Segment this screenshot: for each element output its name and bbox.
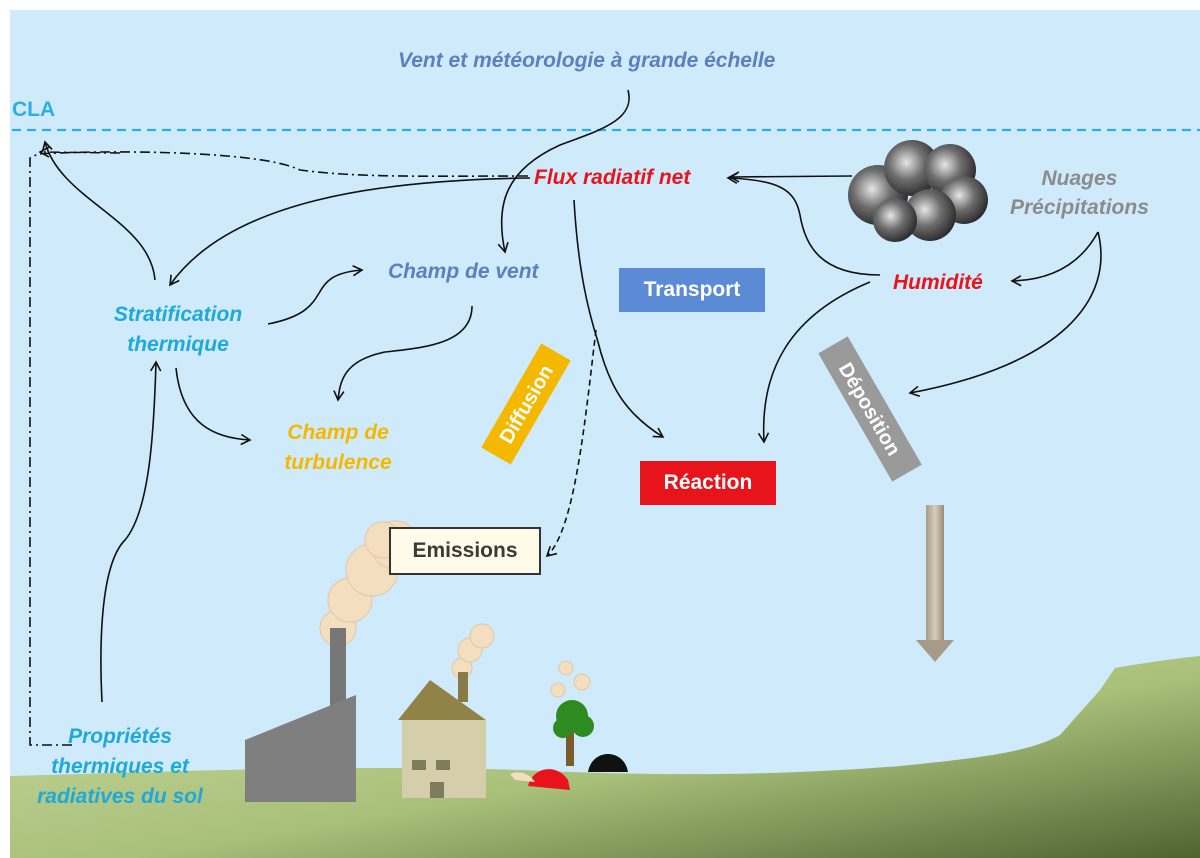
turbulence-label: Champ de turbulence (268, 418, 408, 478)
soil-label-line1: Propriétés (68, 725, 172, 748)
tree-icon (553, 700, 594, 766)
turbulence-label-line2: turbulence (284, 451, 392, 474)
sky-background (10, 10, 1200, 858)
arrow-flux-to-stratification (169, 177, 531, 287)
arrow-stratification-to-turbulence (175, 367, 252, 446)
arrow-diffusion-to-emissions (545, 329, 597, 558)
turbulence-label-line1: Champ de (287, 421, 389, 444)
arrow-clouds-to-humidity (1010, 231, 1099, 287)
stratification-label-line2: thermique (127, 333, 229, 356)
wind-field-label: Champ de vent (388, 260, 539, 283)
clouds-label-line1: Nuages (1041, 167, 1118, 190)
cloud-icon (848, 140, 988, 242)
flux-label: Flux radiatif net (534, 166, 691, 189)
clouds-label: Nuages Précipitations (1010, 164, 1149, 222)
reaction-box: Réaction (640, 461, 776, 505)
car-icon (510, 754, 628, 790)
arrow-stratification-to-cla (41, 140, 156, 281)
emissions-box: Emissions (389, 527, 541, 575)
transport-box: Transport (619, 268, 765, 312)
arrow-soil-to-stratification (100, 360, 162, 703)
ground (10, 656, 1200, 858)
soil-label: Propriétés thermiques et radiatives du s… (20, 722, 220, 812)
arrow-cloud-to-flux (728, 171, 853, 183)
stratification-label: Stratification thermique (92, 300, 264, 360)
arrow-clouds-to-deposition (908, 231, 1102, 398)
stratification-label-line1: Stratification (113, 303, 243, 326)
soil-label-line3: radiatives du sol (37, 785, 203, 808)
soil-label-line2: thermiques et (51, 755, 189, 778)
arrow-windfield-to-turbulence (333, 305, 473, 402)
arrow-flux-to-reaction (573, 199, 665, 438)
factory-icon (245, 628, 356, 802)
wind-meteo-label: Vent et météorologie à grande échelle (398, 49, 776, 72)
arrow-stratification-to-windfield (267, 265, 364, 325)
arrow-cla-feedback-head (38, 146, 121, 158)
clouds-label-line2: Précipitations (1010, 196, 1149, 219)
house-icon (398, 672, 486, 798)
cla-label: CLA (12, 98, 56, 121)
deposition-arrow-icon (916, 505, 954, 662)
arrows (29, 89, 1102, 746)
arrow-humidity-to-reaction (757, 281, 871, 444)
arrow-humidity-to-flux (726, 172, 881, 276)
humidity-label: Humidité (893, 271, 983, 294)
arrow-soil-to-cla (29, 151, 529, 746)
arrow-meteo-to-windfield (497, 89, 630, 254)
